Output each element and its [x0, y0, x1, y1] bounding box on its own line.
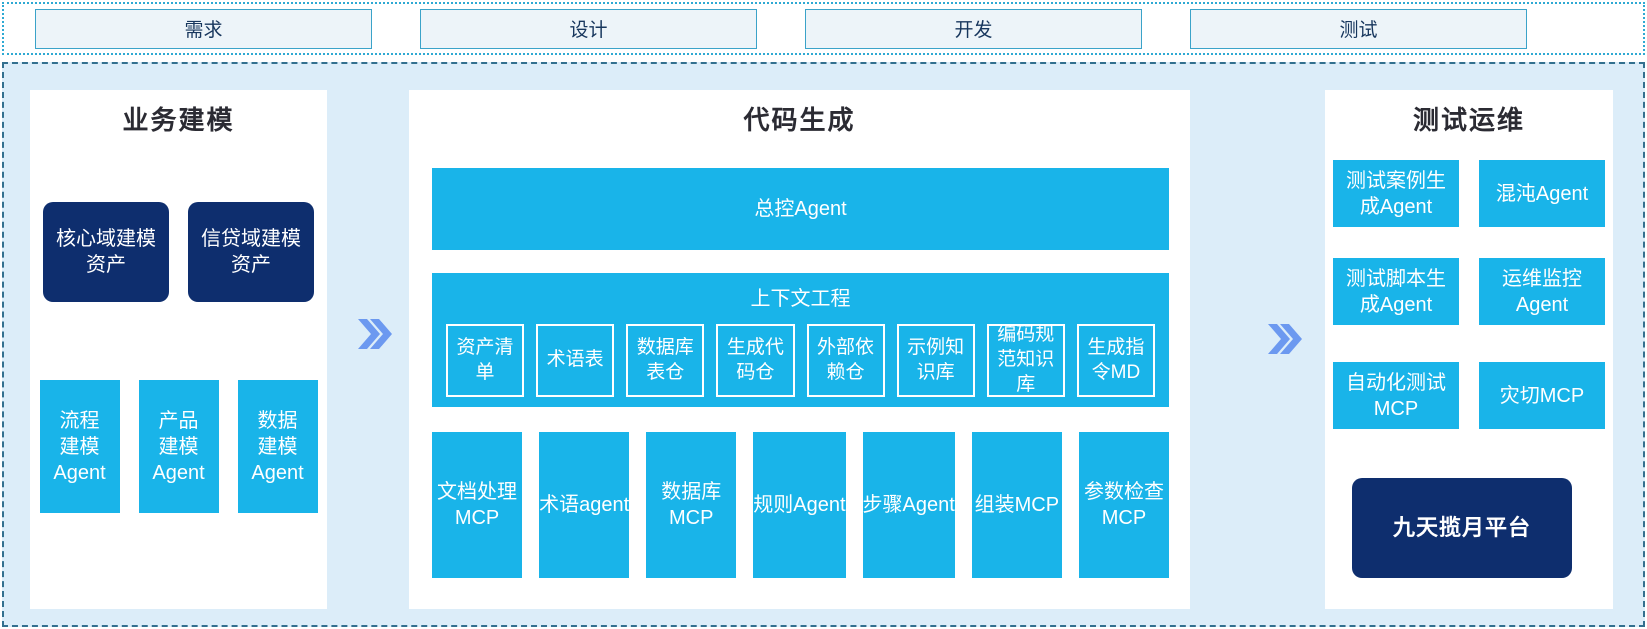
box-database-mcp: 数据库 MCP: [646, 432, 737, 578]
box-asset-list: 资产清 单: [446, 324, 525, 397]
box-example-knowledge-base: 示例知 识库: [896, 324, 975, 397]
box-chaos-agent: 混沌Agent: [1479, 160, 1605, 227]
panel-title-code-generation: 代码生成: [743, 105, 856, 135]
box-jiutian-lanyue-platform: 九天揽月平台: [1352, 478, 1572, 578]
phase-box-requirements: 需求: [35, 8, 372, 49]
box-step-agent: 步骤Agent: [862, 432, 955, 578]
business-asset-row: 核心域建模 资产 信贷域建模 资产: [30, 202, 327, 302]
chevron-right-icon: [358, 319, 392, 349]
box-parameter-check-mcp: 参数检查 MCP: [1078, 432, 1169, 578]
context-engineering-section: 上下文工程 资产清 单 术语表 数据库 表仓 生成代 码仓 外部依 赖仓 示例知…: [432, 273, 1169, 407]
box-generation-instruction-md: 生成指 令MD: [1076, 324, 1155, 397]
chevron-right-icon: [1268, 324, 1302, 354]
box-document-processing-mcp: 文档处理 MCP: [432, 432, 523, 578]
business-agent-row: 流程 建模 Agent 产品 建模 Agent 数据 建模 Agent: [30, 380, 327, 513]
box-ops-monitoring-agent: 运维监控 Agent: [1479, 258, 1605, 325]
panel-title-test-ops: 测试运维: [1412, 105, 1525, 135]
box-coding-standard-knowledge-base: 编码规 范知识 库: [986, 324, 1065, 397]
testops-row-2: 测试脚本生 成Agent 运维监控 Agent: [1333, 258, 1605, 325]
box-external-dependency-repo: 外部依 赖仓: [806, 324, 885, 397]
context-engineering-row: 资产清 单 术语表 数据库 表仓 生成代 码仓 外部依 赖仓 示例知 识库 编码…: [446, 324, 1155, 397]
box-generated-code-repo: 生成代 码仓: [716, 324, 795, 397]
box-credit-domain-assets: 信贷域建模 资产: [188, 202, 314, 302]
panel-test-ops: 测试运维 测试案例生 成Agent 混沌Agent 测试脚本生 成Agent 运…: [1325, 90, 1613, 609]
box-automated-test-mcp: 自动化测试 MCP: [1333, 362, 1459, 429]
box-database-table-repo: 数据库 表仓: [626, 324, 705, 397]
box-process-modeling-agent: 流程 建模 Agent: [39, 380, 120, 513]
box-assembly-mcp: 组装MCP: [971, 432, 1062, 578]
panel-code-generation: 代码生成 总控Agent 上下文工程 资产清 单 术语表 数据库 表仓 生成代 …: [409, 90, 1190, 609]
testops-row-3: 自动化测试 MCP 灾切MCP: [1333, 362, 1605, 429]
panel-business-modeling: 业务建模 核心域建模 资产 信贷域建模 资产 流程 建模 Agent 产品 建模…: [30, 90, 327, 609]
testops-row-1: 测试案例生 成Agent 混沌Agent: [1333, 160, 1605, 227]
box-test-case-generation-agent: 测试案例生 成Agent: [1333, 160, 1459, 227]
phase-box-testing: 测试: [1190, 8, 1527, 49]
box-disaster-switch-mcp: 灾切MCP: [1479, 362, 1605, 429]
box-glossary: 术语表: [536, 324, 615, 397]
box-data-modeling-agent: 数据 建模 Agent: [237, 380, 318, 513]
box-master-control-agent: 总控Agent: [432, 168, 1169, 250]
phase-strip: 需求 设计 开发 测试: [2, 2, 1645, 55]
codegen-tools-row: 文档处理 MCP 术语agent 数据库 MCP 规则Agent 步骤Agent…: [432, 432, 1169, 578]
box-core-domain-assets: 核心域建模 资产: [43, 202, 169, 302]
box-test-script-generation-agent: 测试脚本生 成Agent: [1333, 258, 1459, 325]
panel-title-business-modeling: 业务建模: [122, 105, 235, 135]
box-rule-agent: 规则Agent: [753, 432, 846, 578]
box-terminology-agent: 术语agent: [539, 432, 630, 578]
context-engineering-title: 上下文工程: [750, 288, 851, 310]
box-product-modeling-agent: 产品 建模 Agent: [138, 380, 219, 513]
phase-box-development: 开发: [805, 8, 1142, 49]
phase-box-design: 设计: [420, 8, 757, 49]
